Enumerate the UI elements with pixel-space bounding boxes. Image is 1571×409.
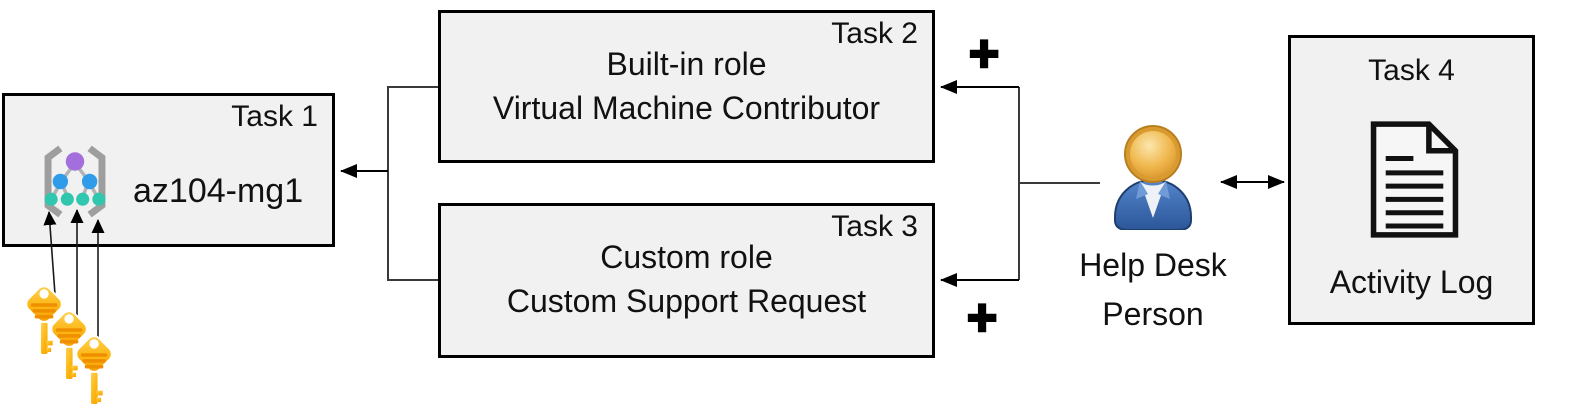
- task3-role-name: Custom Support Request: [506, 283, 867, 319]
- help-desk-person-icon: [1114, 125, 1192, 230]
- key-icon: [72, 332, 116, 406]
- activity-log-label: Activity Log: [1329, 264, 1494, 300]
- document-icon: [1370, 121, 1459, 238]
- key-icon: [47, 307, 91, 381]
- task4-label: Task 4: [1368, 54, 1455, 87]
- task2-role-type: Built-in role: [606, 46, 767, 82]
- help-desk-label-line1: Help Desk: [1079, 247, 1227, 283]
- task3-role-type: Custom role: [600, 239, 773, 275]
- task2-role-name: Virtual Machine Contributor: [492, 90, 881, 126]
- help-desk-label-line2: Person: [1102, 296, 1204, 332]
- task3-box: Task 3 Custom role Custom Support Reques…: [438, 203, 935, 358]
- task2-box: Task 2 Built-in role Virtual Machine Con…: [438, 10, 935, 163]
- management-group-icon: [44, 145, 106, 218]
- connector-roles-to-task1: [340, 86, 438, 281]
- task4-box: Task 4 Activity Log: [1288, 35, 1535, 325]
- keys-icon: [22, 282, 116, 406]
- management-group-name: az104-mg1: [133, 172, 304, 210]
- task1-box: Task 1 az104-mg1: [2, 93, 335, 247]
- task2-label: Task 2: [831, 17, 918, 50]
- key-icon: [22, 282, 66, 356]
- plus-icon-top: +: [968, 24, 1001, 85]
- plus-icon-bottom: +: [966, 288, 999, 349]
- task3-label: Task 3: [831, 210, 918, 243]
- task1-label: Task 1: [231, 100, 318, 133]
